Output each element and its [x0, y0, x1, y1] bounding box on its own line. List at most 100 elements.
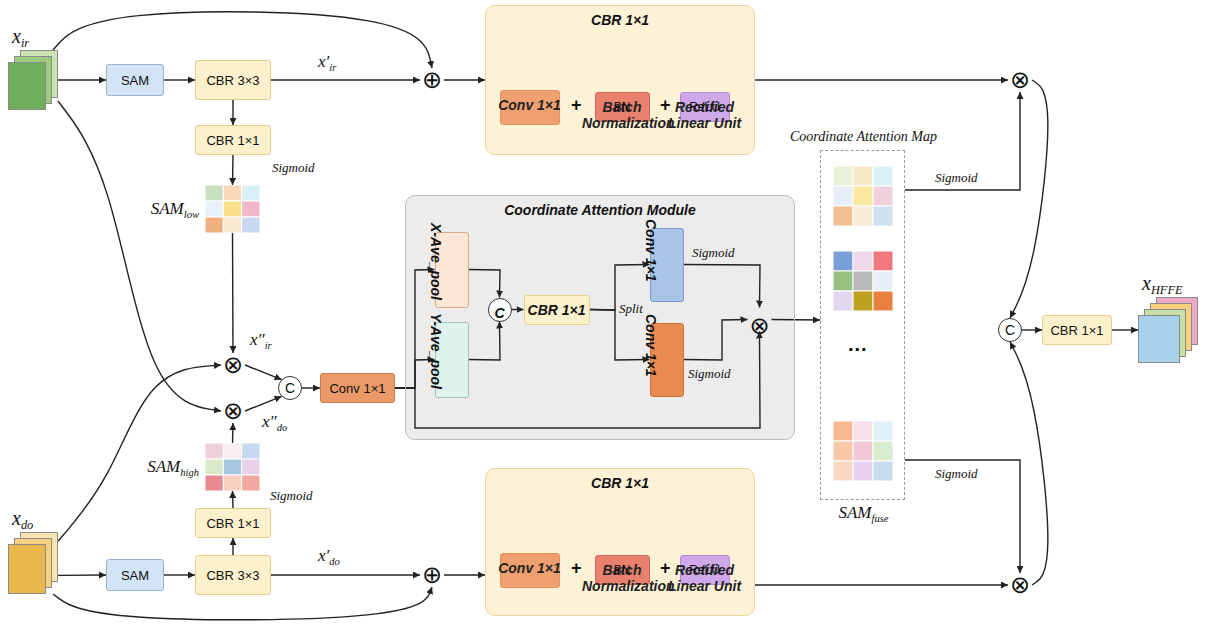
matrix-cell — [833, 186, 853, 206]
connector — [164, 79, 195, 80]
node-text: ⊗ — [1010, 573, 1030, 597]
node-text: ReLU — [689, 563, 720, 577]
attention-map-region: Coordinate Attention MapSAMfuse — [820, 150, 905, 500]
operator-symbol: ⊗ — [748, 308, 772, 332]
connector — [271, 79, 420, 80]
connector — [1010, 80, 1048, 318]
feature-stack — [8, 50, 58, 110]
node-text: X-Ave_pool — [428, 223, 444, 255]
operator-symbol: ⊗ — [1008, 68, 1032, 92]
connector — [684, 320, 748, 361]
node-heading: SAMhigh — [147, 457, 199, 477]
node-heading: xHFFE — [1142, 272, 1183, 295]
connector — [232, 491, 234, 508]
matrix-cell — [205, 459, 223, 475]
edge-label: Sigmoid — [270, 488, 313, 504]
matrix-cell — [853, 251, 873, 271]
node-text: SAM — [121, 73, 149, 88]
pool-box: Conv 1×1 — [650, 228, 684, 302]
matrix-cell — [242, 217, 260, 233]
connector — [512, 309, 524, 310]
feature-map: xdo — [8, 532, 58, 594]
node-heading: xir — [12, 25, 29, 48]
connector — [1112, 329, 1138, 330]
matrix-cell — [223, 201, 241, 217]
process-box: CBR 1×1 — [1042, 315, 1112, 345]
node-text: CBR 1×1 — [525, 302, 589, 318]
process-box: SAM — [106, 64, 164, 96]
matrix-cell — [873, 421, 893, 441]
plus-sign: + — [571, 95, 582, 116]
attention-map-grid — [833, 251, 893, 311]
layer-block: Conv 1×1 — [500, 553, 560, 588]
subscript: fuse — [872, 513, 889, 524]
matrix-cell — [242, 459, 260, 475]
matrix-cell — [205, 201, 223, 217]
connector — [1022, 329, 1042, 330]
process-box: CBR 3×3 — [195, 60, 271, 100]
node-text: CBR 1×1 — [206, 133, 259, 148]
connector — [469, 270, 501, 298]
edge-label: Sigmoid — [688, 366, 731, 382]
node-text: ⊕ — [422, 68, 442, 92]
matrix-cell — [242, 475, 260, 491]
matrix-cell — [833, 251, 853, 271]
feature-symbol: x″ir — [250, 330, 272, 350]
node-heading: Coordinate Attention Map — [766, 129, 961, 145]
process-box: Conv 1×1 — [320, 373, 395, 403]
matrix-cell — [853, 206, 873, 226]
plus-sign: + — [571, 558, 582, 579]
node-text: ⊗ — [1010, 68, 1030, 92]
node-text: SAM — [121, 568, 149, 583]
node-text: CBR 1×1 — [486, 12, 754, 28]
layer-block: Batch NormalizationBN — [595, 92, 650, 122]
node-text: ⊗ — [223, 353, 243, 377]
layer-block: Rectified Linear UnitReLU — [680, 92, 730, 122]
panel-fill — [405, 195, 795, 440]
node-text: Conv 1×1 — [329, 381, 385, 396]
concat-circle: C — [278, 376, 302, 400]
node-text: CBR 3×3 — [206, 73, 259, 88]
connector — [245, 365, 282, 380]
node-text: BN — [614, 563, 631, 577]
connector — [395, 360, 435, 389]
matrix-cell — [853, 441, 873, 461]
subscript: high — [180, 467, 199, 478]
connector — [772, 319, 821, 321]
node-text: CBR 3×3 — [206, 568, 259, 583]
edge-label: Sigmoid — [272, 160, 315, 176]
node-text: Y-Ave_pool — [428, 313, 444, 345]
pool-box: Conv 1×1 — [650, 323, 684, 397]
node-text: Coordinate Attention Module — [406, 202, 794, 218]
node-text: CBR 1×1 — [1050, 323, 1103, 338]
matrix-cell — [873, 186, 893, 206]
matrix-cell — [873, 291, 893, 311]
matrix-cell — [242, 443, 260, 459]
matrix-cell — [205, 217, 223, 233]
matrix-cell — [873, 461, 893, 481]
attention-matrix: SAMhigh — [205, 443, 260, 491]
matrix-cell — [853, 461, 873, 481]
matrix-cell — [853, 291, 873, 311]
module-panel: CBR 1×1Conv 1×1Batch NormalizationBNRect… — [485, 5, 755, 155]
matrix-cell — [853, 421, 873, 441]
connector — [232, 423, 234, 443]
matrix-cell — [223, 185, 241, 201]
process-box: SAM — [106, 559, 164, 591]
matrix-cell — [873, 271, 893, 291]
matrix-cell — [873, 206, 893, 226]
connector — [232, 538, 233, 555]
pool-box: Y-Ave_pool — [435, 322, 469, 398]
attention-matrix: SAMlow — [205, 185, 260, 233]
node-text: C — [489, 305, 511, 321]
operator-symbol: ⊗ — [221, 353, 245, 377]
node-text: ReLU — [689, 100, 720, 114]
connector — [905, 460, 1020, 573]
node-text: CBR 1×1 — [206, 516, 259, 531]
node-text: ⊕ — [422, 563, 442, 587]
connector — [444, 574, 485, 575]
ellipsis: ... — [848, 333, 868, 356]
matrix-cell — [853, 166, 873, 186]
connector — [58, 574, 106, 576]
matrix-cell — [873, 251, 893, 271]
